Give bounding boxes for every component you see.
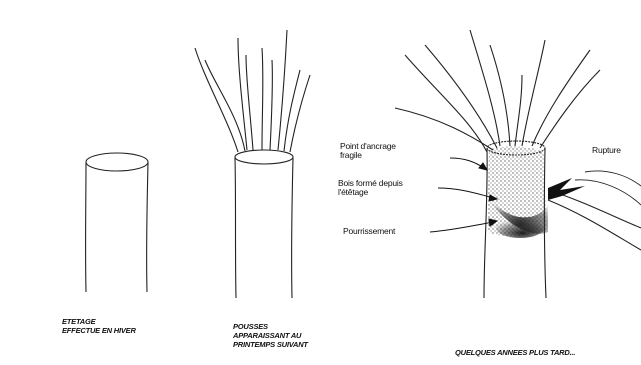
- panel-3-years-later: [395, 30, 641, 298]
- label-rot: Pourrissement: [343, 227, 395, 236]
- shoot: [195, 48, 238, 152]
- cut-surface: [235, 150, 293, 164]
- caption-line: POUSSES: [233, 322, 308, 331]
- shoot: [278, 30, 287, 150]
- limb: [532, 50, 590, 146]
- caption-line: ETETAGE: [62, 317, 136, 326]
- caption-line: EFFECTUE EN HIVER: [62, 326, 136, 335]
- limb: [395, 108, 493, 150]
- shoot: [205, 60, 245, 151]
- caption-panel-2: POUSSES APPARAISSANT AU PRINTEMPS SUIVAN…: [233, 322, 308, 349]
- caption-line: PRINTEMPS SUIVANT: [233, 340, 308, 349]
- shoot: [270, 60, 272, 150]
- shoot: [290, 75, 310, 152]
- panel-2-shoots: [195, 30, 310, 298]
- shoot: [246, 55, 253, 150]
- shoot: [262, 48, 263, 150]
- limb: [522, 40, 545, 146]
- cut-surface: [86, 153, 148, 171]
- fall-arc: [575, 180, 641, 205]
- caption-panel-1: ETETAGE EFFECTUE EN HIVER: [62, 317, 136, 335]
- label-wood-line2: l'étêtage: [338, 188, 403, 197]
- limb: [515, 75, 522, 146]
- limb: [405, 55, 487, 152]
- limb: [425, 45, 497, 148]
- caption-line: QUELQUES ANNEES PLUS TARD...: [455, 348, 575, 357]
- caption-panel-3: QUELQUES ANNEES PLUS TARD...: [455, 348, 575, 357]
- limb: [470, 30, 500, 146]
- label-anchor-point: Point d'ancrage fragile: [340, 142, 396, 160]
- trunk-right-edge: [292, 158, 293, 298]
- limb: [540, 70, 600, 148]
- trunk-left-edge: [235, 158, 236, 298]
- caption-line: APPARAISSANT AU: [233, 331, 308, 340]
- label-rupture: Rupture: [592, 146, 621, 155]
- arrow-rot: [430, 222, 494, 232]
- arrow-wood: [438, 188, 494, 198]
- shoot: [238, 38, 247, 150]
- fall-arc: [585, 171, 641, 186]
- label-anchor-line2: fragile: [340, 151, 396, 160]
- panel-1-cut-trunk: [86, 153, 148, 292]
- label-new-wood: Bois formé depuis l'étêtage: [338, 179, 403, 197]
- arrow-anchor: [450, 158, 484, 168]
- rot-core: [496, 218, 544, 238]
- limb: [490, 45, 510, 146]
- shoot: [284, 70, 300, 151]
- trunk-right-edge: [147, 163, 148, 292]
